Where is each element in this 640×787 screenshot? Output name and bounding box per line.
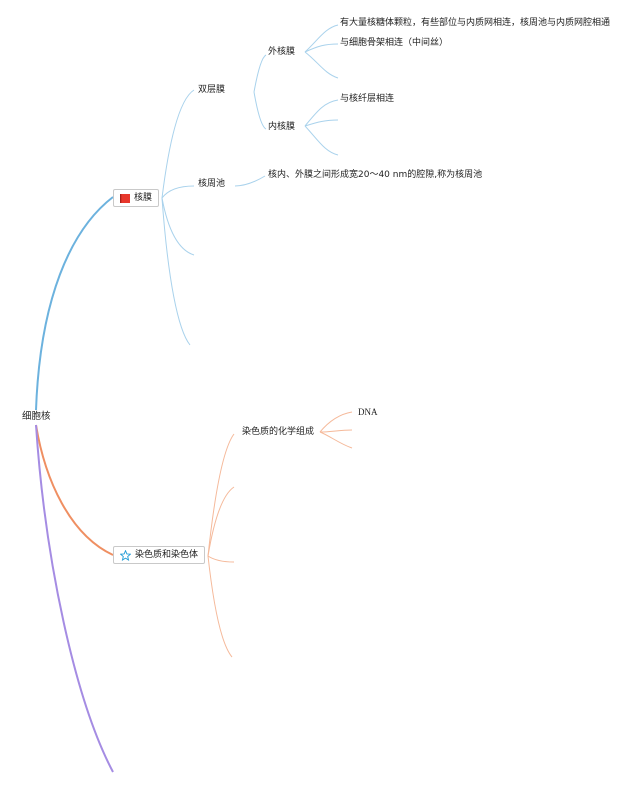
node-hezhouchi[interactable]: 核周池 — [198, 179, 226, 189]
connector-shuangceng-waihe — [253, 54, 267, 93]
connector-hemo-empty1 — [161, 197, 195, 256]
connector-shuangceng-neihe — [253, 91, 267, 130]
connector-chromatin-empty3 — [207, 555, 233, 658]
connector-neihe-c3 — [304, 125, 339, 156]
connector-chem-dna — [319, 411, 353, 433]
node-waihemo[interactable]: 外核膜 — [268, 47, 296, 57]
connector-waihe-c3 — [304, 51, 339, 79]
node-hezhouchi-detail[interactable]: 核内、外膜之间形成宽20～40 nm的腔隙,称为核周池 — [268, 170, 483, 180]
branch-chromatin-label: 染色质和染色体 — [135, 550, 199, 560]
node-waihe-detail-1[interactable]: 有大量核糖体颗粒，有些部位与内质网相连，核周池与内质网腔相通 — [340, 18, 611, 28]
connector-hemo-empty2 — [161, 197, 191, 346]
connector-neihe-c1 — [304, 99, 339, 127]
node-shuangcengmo[interactable]: 双层膜 — [198, 85, 226, 95]
connector-neihe-c2 — [304, 119, 339, 127]
connector-waihe-c1 — [304, 24, 339, 53]
node-neihemo[interactable]: 内核膜 — [268, 122, 296, 132]
branch-chromatin-node[interactable]: 染色质和染色体 — [113, 546, 206, 564]
node-neihe-detail-1[interactable]: 与核纤层相连 — [340, 94, 395, 104]
connector-chromatin-empty2 — [207, 555, 235, 563]
root-node[interactable]: 细胞核 — [22, 411, 51, 422]
flag-icon — [120, 193, 130, 203]
node-dna[interactable]: DNA — [358, 407, 378, 417]
connector-chromatin-chem — [207, 433, 235, 557]
connector-chromatin-empty1 — [207, 486, 235, 557]
branch-hemo-node[interactable]: 核膜 — [113, 189, 160, 207]
connector-chem-empty — [319, 431, 353, 449]
connector-root-third — [35, 424, 114, 773]
star-icon — [120, 549, 131, 561]
node-chromatin-chem[interactable]: 染色质的化学组成 — [242, 427, 315, 437]
connector-hemo-shuangceng — [161, 89, 195, 199]
connector-hezhouchi-c1 — [234, 175, 266, 187]
connector-root-chromatin — [35, 424, 114, 556]
connector-waihe-c2 — [304, 43, 339, 53]
connector-root-hemo — [35, 196, 114, 411]
connector-chem-empty-b — [319, 429, 353, 433]
branch-hemo-label: 核膜 — [134, 193, 153, 203]
connector-hemo-hezhouchi — [161, 185, 195, 199]
node-waihe-detail-2[interactable]: 与细胞骨架相连（中间丝） — [340, 38, 449, 48]
